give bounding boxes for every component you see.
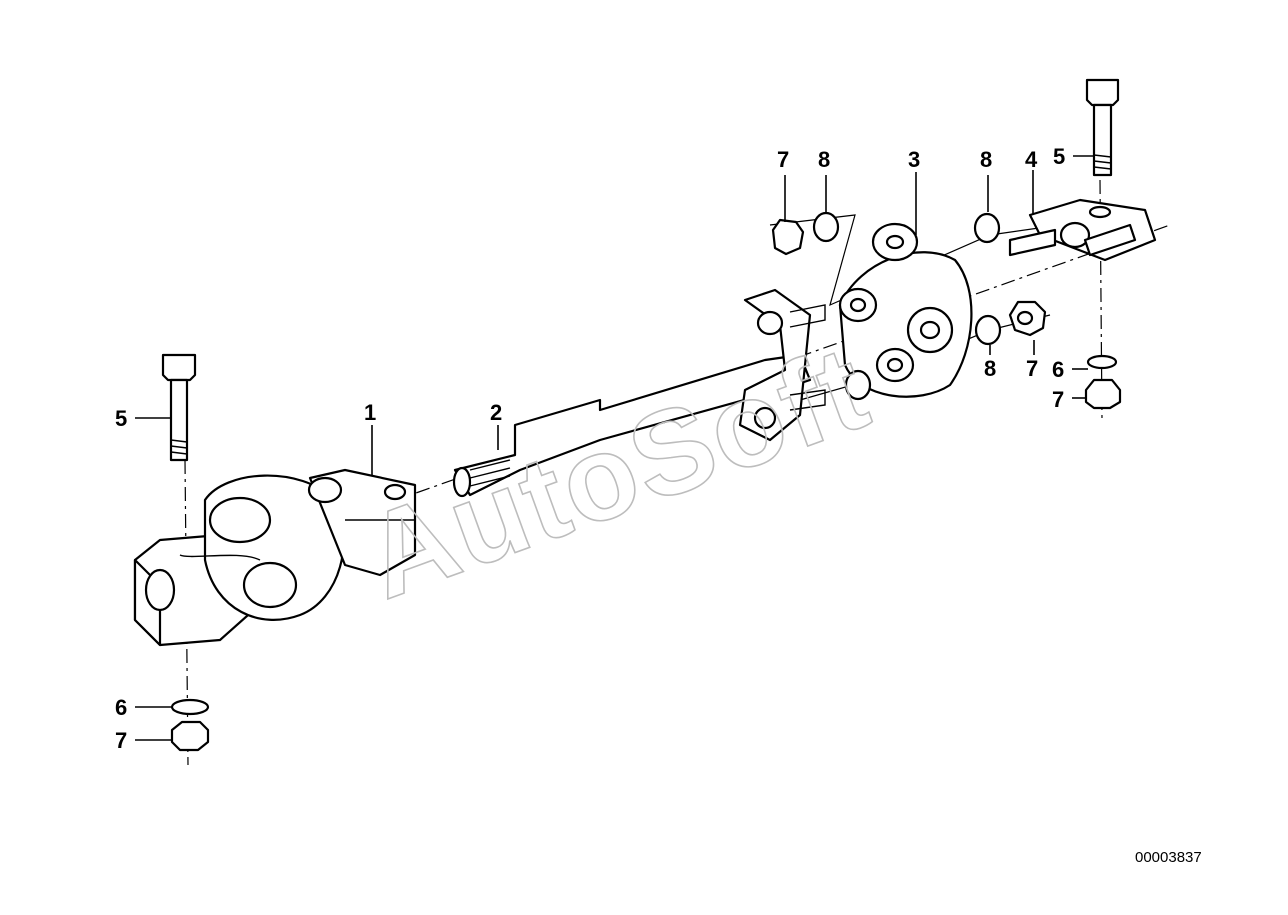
callout-3: 3 (908, 147, 920, 172)
spring-washer-right (1086, 354, 1118, 370)
callout-5-right: 5 (1053, 144, 1065, 169)
callout-4: 4 (1025, 147, 1038, 172)
callout-7-middle: 7 (1026, 356, 1038, 381)
universal-joint (133, 468, 417, 647)
callout-7-right: 7 (1052, 387, 1064, 412)
callout-8-top-right: 8 (980, 147, 992, 172)
callout-6-left: 6 (115, 695, 127, 720)
callout-7-top: 7 (777, 147, 789, 172)
callout-2: 2 (490, 400, 502, 425)
mounting-flange (1008, 198, 1157, 262)
washer-lower-left (844, 369, 872, 401)
steering-shaft (452, 288, 826, 498)
callout-5-left: 5 (115, 406, 127, 431)
bolt-left (161, 353, 197, 462)
bolt-right (1085, 78, 1120, 177)
callout-7-left: 7 (115, 728, 127, 753)
watermark: AutoSoft (348, 320, 885, 625)
document-number: 00003837 (1135, 849, 1202, 866)
spring-washer-left (170, 698, 210, 716)
nut-upper (771, 218, 805, 256)
callout-8-lower: 8 (984, 356, 996, 381)
callout-6-right: 6 (1052, 357, 1064, 382)
washer-lower-right (974, 314, 1002, 346)
nut-middle (1008, 300, 1047, 337)
nut-right-lower (1084, 378, 1122, 410)
washer-upper-right (973, 212, 1001, 244)
nut-left (170, 720, 210, 752)
callout-1: 1 (364, 400, 376, 425)
callout-8-top-left: 8 (818, 147, 830, 172)
washer-upper-left (812, 211, 840, 243)
flexible-coupling (838, 222, 973, 398)
